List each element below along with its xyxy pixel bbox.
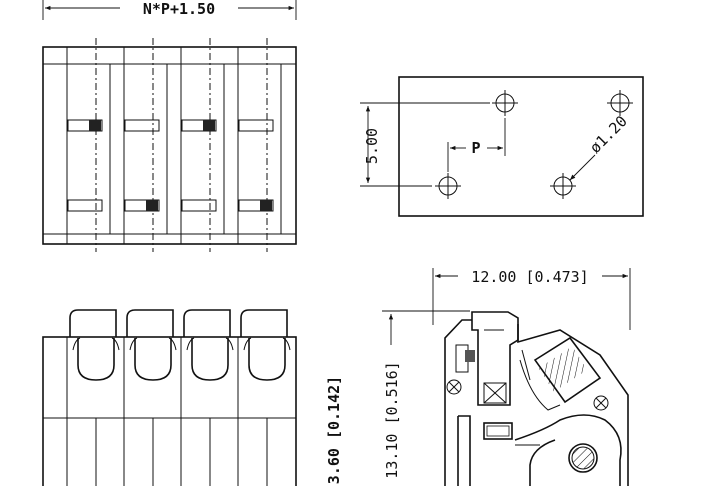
top-body-outline — [42, 46, 297, 245]
front-lever — [240, 309, 291, 381]
pitch-dimension: P — [471, 139, 480, 157]
pcb-hole — [492, 90, 518, 116]
hole-diameter-dimension: ø1.20 — [586, 112, 631, 157]
side-lever — [471, 311, 519, 406]
pcb-hole — [607, 90, 633, 116]
side-height-dimension: 13.10 [0.516] — [383, 361, 401, 478]
spring-clamp — [514, 414, 622, 486]
top-width-dimension: N*P+1.50 — [143, 0, 215, 18]
hole-spacing-dimension: 5.00 — [363, 128, 381, 164]
pcb-hole — [435, 173, 461, 199]
front-view — [42, 309, 297, 486]
pin-length-dimension: 3.60 [0.142] — [325, 376, 343, 484]
pcb-layout-view: 5.00 P ø1.20 — [360, 76, 644, 217]
side-screw — [446, 379, 462, 395]
top-view: N*P+1.50 — [42, 0, 297, 252]
front-lever — [183, 309, 234, 381]
front-lever — [126, 309, 177, 381]
pcb-outline — [398, 76, 644, 217]
side-view: 12.00 [0.473] 13.10 [0.516] 3.60 [0.142] — [325, 268, 631, 486]
side-width-dimension: 12.00 [0.473] — [471, 268, 588, 286]
front-body-outline — [42, 336, 297, 486]
front-lever — [69, 309, 120, 381]
pcb-hole — [550, 173, 576, 199]
side-screw — [593, 395, 609, 411]
